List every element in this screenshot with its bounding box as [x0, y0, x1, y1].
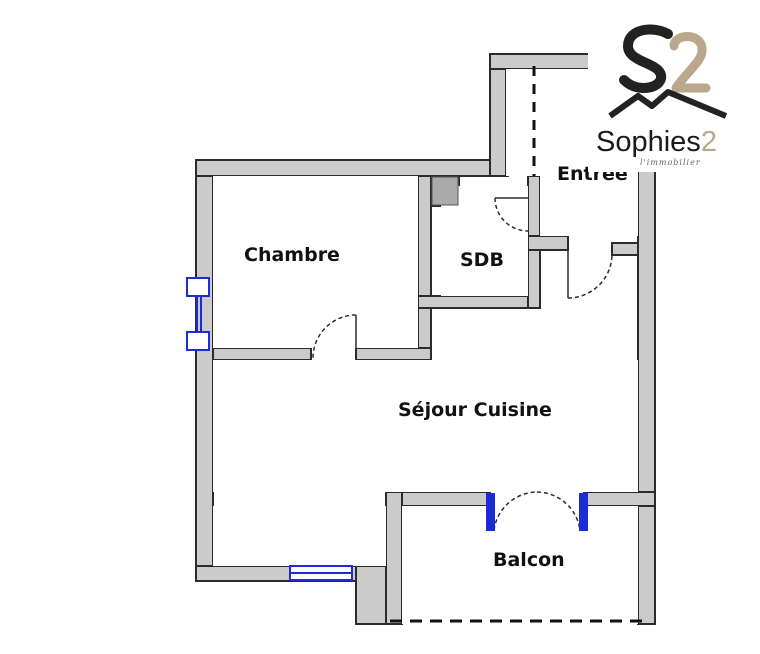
- windows: [186, 277, 588, 581]
- label-sejour: Séjour Cuisine: [398, 399, 552, 421]
- logo-tagline: l'immobilier: [640, 158, 701, 167]
- wall-entree-left: [489, 53, 507, 177]
- logo-name: Sophies: [596, 126, 701, 158]
- door-chambre-swing: [312, 314, 357, 359]
- label-sdb: SDB: [460, 249, 504, 271]
- wall-chambre-bottom-b: [355, 347, 432, 361]
- wall-balcon-step: [355, 565, 387, 625]
- wall-entree-top: [489, 53, 596, 70]
- window-balcon-right: [579, 493, 588, 531]
- wall-entree-stub-right: [611, 242, 639, 256]
- logo: Sophies2 l'immobilier: [588, 22, 748, 172]
- label-balcon: Balcon: [493, 549, 565, 571]
- logo-number: 2: [700, 126, 717, 158]
- doors: [312, 197, 613, 531]
- wall-entree-stub: [527, 235, 569, 251]
- door-entree-swing: [567, 253, 613, 299]
- wall-chambre-bottom-a: [212, 347, 312, 361]
- wall-right: [637, 167, 656, 625]
- door-balcon-swing-left: [493, 491, 538, 531]
- wall-top: [195, 159, 509, 177]
- wall-balcon-top-b: [583, 491, 656, 507]
- wall-balcon-left: [385, 491, 403, 625]
- wall-left: [195, 159, 214, 581]
- logo-wordmark: Sophies2: [596, 126, 717, 159]
- window-chambre-bottom: [186, 331, 210, 351]
- wall-chambre-right: [417, 175, 432, 363]
- logo-mark-icon: [608, 24, 728, 119]
- door-balcon-swing-right: [536, 491, 581, 531]
- window-balcon-left: [486, 493, 495, 531]
- window-chambre-top: [186, 277, 210, 297]
- wall-sdb-bottom: [417, 295, 541, 309]
- label-chambre: Chambre: [244, 244, 340, 266]
